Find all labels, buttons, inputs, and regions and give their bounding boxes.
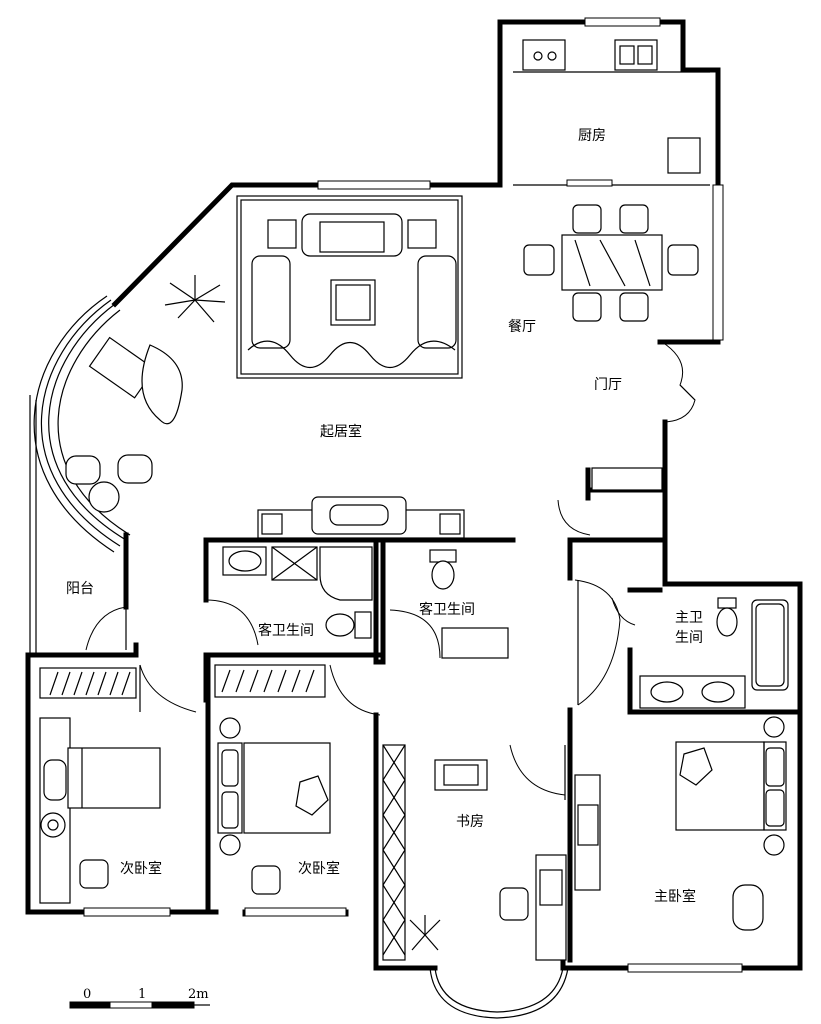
label-living: 起居室: [320, 423, 362, 440]
balcony-area-furniture: [65, 275, 226, 513]
plant-icon: [164, 275, 226, 323]
label-kitchen: 厨房: [578, 128, 606, 144]
bedroom-1-furniture: [39, 667, 161, 904]
scale-tick-2: 2m: [188, 987, 209, 1002]
bookshelf: [382, 744, 406, 961]
scale-tick-0: 0: [83, 987, 91, 1002]
rug: [236, 195, 463, 379]
label-foyer: 门厅: [594, 377, 622, 393]
piano-icon: [88, 336, 183, 425]
sofa-right: [417, 255, 457, 349]
living-room-set: [236, 195, 463, 379]
label-bedroom-2: 次卧室: [298, 860, 340, 877]
interior-walls: [25, 179, 803, 971]
label-master-bedroom: 主卧室: [654, 888, 696, 905]
guest-bath-2-fixtures: [429, 549, 509, 659]
sofa-left: [251, 255, 291, 349]
balcony-curved-railing: [33, 295, 131, 553]
shoe-cabinet: [591, 467, 663, 491]
doors: [85, 341, 696, 800]
tv-cabinet: [257, 496, 465, 539]
master-bedroom-furniture: [574, 716, 787, 931]
label-dining: 餐厅: [508, 319, 536, 335]
study-furniture: [382, 744, 569, 1019]
label-guest-bath-1: 客卫生间: [258, 622, 314, 639]
bedroom-2-furniture: [214, 664, 331, 895]
sofa-top: [301, 213, 403, 257]
stove: [522, 39, 566, 71]
label-master-bath-2: 生间: [675, 630, 703, 646]
guest-bath-1-fixtures: [222, 546, 373, 639]
coffee-table: [330, 279, 376, 326]
plant-icon: [409, 915, 441, 951]
room-labels: 厨房 餐厅 门厅 起居室 阳台 客卫生间 客卫生间 主卫 生间 次卧室 次卧室 …: [66, 128, 703, 905]
master-bath-fixtures: [639, 597, 789, 709]
bed-1: [67, 747, 161, 809]
dining-set: [523, 204, 699, 322]
scale-tick-1: 1: [138, 987, 146, 1002]
kitchen-sink: [614, 39, 658, 71]
label-balcony: 阳台: [66, 581, 94, 597]
kitchen-furniture: [513, 39, 710, 174]
label-bedroom-1: 次卧室: [120, 860, 162, 877]
label-study: 书房: [456, 814, 484, 830]
label-master-bath-1: 主卫: [675, 610, 703, 626]
label-guest-bath-2: 客卫生间: [419, 601, 475, 618]
fridge: [667, 137, 701, 174]
windows: [83, 17, 743, 973]
scale-bar: 0 1 2m: [69, 987, 210, 1009]
